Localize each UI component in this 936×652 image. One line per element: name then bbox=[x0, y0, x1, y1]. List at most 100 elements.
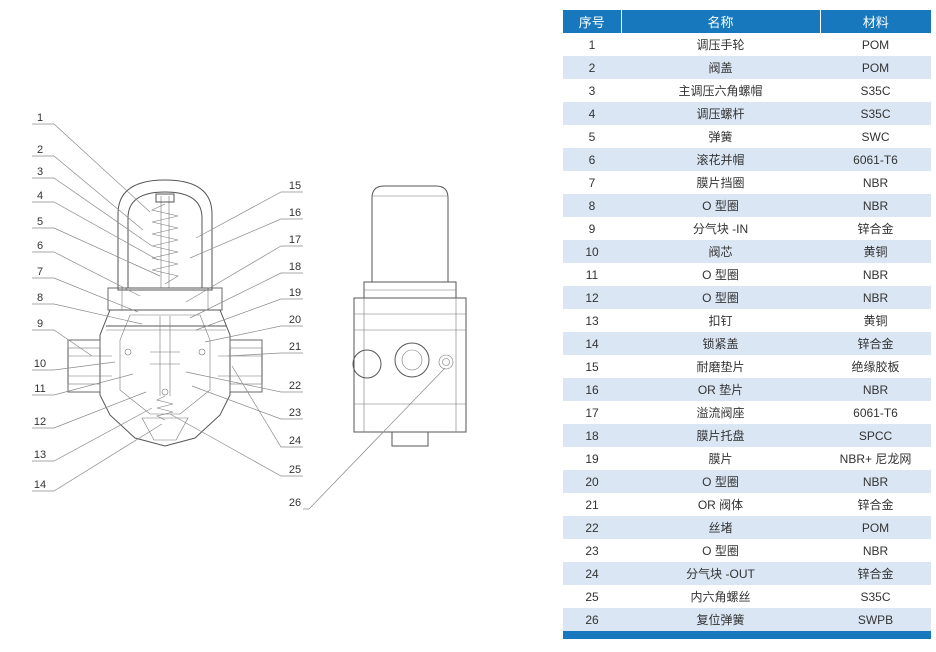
part-material: S35C bbox=[820, 585, 931, 608]
part-no: 25 bbox=[563, 585, 621, 608]
o-ring bbox=[198, 348, 206, 356]
part-material: 锌合金 bbox=[820, 493, 931, 516]
part-name: 膜片托盘 bbox=[621, 424, 820, 447]
callout-number: 23 bbox=[289, 407, 301, 419]
callout-number: 17 bbox=[289, 234, 301, 246]
callout-number: 15 bbox=[289, 180, 301, 192]
part-no: 2 bbox=[563, 56, 621, 79]
callout-leader-line bbox=[303, 367, 446, 510]
part-no: 16 bbox=[563, 378, 621, 401]
callout-number: 18 bbox=[289, 261, 301, 273]
callout-leader-line bbox=[32, 361, 116, 371]
cap-knurled bbox=[117, 179, 213, 291]
part-material: POM bbox=[820, 516, 931, 539]
callout-number: 26 bbox=[289, 497, 301, 509]
callout-number: 11 bbox=[34, 383, 45, 395]
part-no: 20 bbox=[563, 470, 621, 493]
part-no: 24 bbox=[563, 562, 621, 585]
part-name: 耐磨垫片 bbox=[621, 355, 820, 378]
table-header-row: 序号名称材料 bbox=[563, 10, 931, 33]
callout-number: 16 bbox=[289, 207, 301, 219]
valve-cross-section bbox=[67, 179, 263, 447]
part-name: OR 垫片 bbox=[621, 378, 820, 401]
part-name: 复位弹簧 bbox=[621, 608, 820, 631]
callout-leader-line bbox=[32, 123, 151, 213]
front-port bbox=[394, 342, 430, 378]
part-material: NBR bbox=[820, 378, 931, 401]
part-name: O 型圈 bbox=[621, 286, 820, 309]
side-port-hatched bbox=[352, 349, 382, 379]
callout-leader-line bbox=[32, 391, 147, 429]
knob-knurled bbox=[371, 185, 449, 283]
part-no: 17 bbox=[563, 401, 621, 424]
callout-number: 13 bbox=[34, 449, 46, 461]
o-ring bbox=[124, 348, 132, 356]
table-bottom-bar bbox=[563, 631, 931, 639]
part-no: 15 bbox=[563, 355, 621, 378]
callout-leader-line bbox=[32, 177, 153, 247]
main-spring bbox=[151, 203, 179, 285]
callout-number: 9 bbox=[37, 318, 43, 330]
part-name: 滚花并帽 bbox=[621, 148, 820, 171]
callout-leader-line bbox=[204, 325, 303, 343]
part-name: 扣钉 bbox=[621, 309, 820, 332]
part-no: 9 bbox=[563, 217, 621, 240]
part-material: 黄铜 bbox=[820, 309, 931, 332]
header-material: 材料 bbox=[819, 10, 931, 33]
gauge-port bbox=[438, 354, 454, 370]
part-name: 弹簧 bbox=[621, 125, 820, 148]
part-material: NBR bbox=[820, 470, 931, 493]
part-material: 锌合金 bbox=[820, 332, 931, 355]
part-material: NBR bbox=[820, 171, 931, 194]
part-material: S35C bbox=[820, 102, 931, 125]
part-name: 调压手轮 bbox=[621, 33, 820, 56]
valve-front-view bbox=[352, 185, 467, 447]
callout-leader-line bbox=[191, 385, 303, 420]
callout-number: 7 bbox=[37, 266, 43, 278]
callout-number: 19 bbox=[289, 287, 301, 299]
part-name: 阀芯 bbox=[621, 240, 820, 263]
part-name: 分气块 -IN bbox=[621, 217, 820, 240]
callout-leader-line bbox=[231, 365, 303, 448]
screw-head bbox=[155, 193, 175, 203]
bottom-plug bbox=[141, 417, 189, 441]
part-no: 18 bbox=[563, 424, 621, 447]
callout-number: 5 bbox=[37, 216, 43, 228]
part-name: O 型圈 bbox=[621, 194, 820, 217]
bottom-tab bbox=[391, 431, 429, 447]
part-material: NBR bbox=[820, 194, 931, 217]
callout-leader-line bbox=[32, 373, 134, 396]
callout-leader-line bbox=[185, 245, 303, 303]
part-no: 22 bbox=[563, 516, 621, 539]
part-material: 黄铜 bbox=[820, 240, 931, 263]
part-name: 膜片挡圈 bbox=[621, 171, 820, 194]
part-material: SWC bbox=[820, 125, 931, 148]
part-name: 内六角螺丝 bbox=[621, 585, 820, 608]
callout-leader-line bbox=[32, 329, 93, 357]
part-no: 3 bbox=[563, 79, 621, 102]
part-material: NBR bbox=[820, 286, 931, 309]
part-material: SPCC bbox=[820, 424, 931, 447]
part-name: 主调压六角螺帽 bbox=[621, 79, 820, 102]
callout-leader-line bbox=[32, 227, 161, 277]
part-no: 14 bbox=[563, 332, 621, 355]
header-name: 名称 bbox=[620, 10, 820, 33]
callout-leader-line bbox=[185, 371, 303, 393]
part-no: 5 bbox=[563, 125, 621, 148]
